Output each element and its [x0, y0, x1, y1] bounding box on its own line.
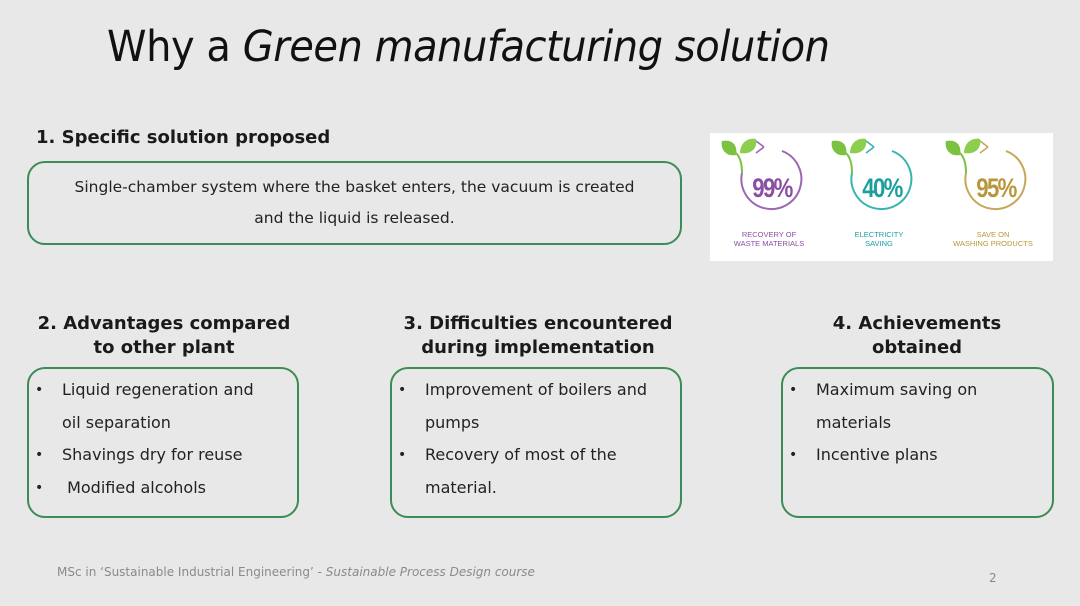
- list-item: pumps: [392, 407, 674, 440]
- list-item: materials: [783, 407, 1046, 440]
- difficulties-box: • Improvement of boilers and pumps • Recov…: [390, 367, 682, 518]
- advantages-box: •Liquid regeneration and oil separation …: [27, 367, 299, 518]
- section1-heading: 1. Specific solution proposed: [36, 127, 331, 148]
- list-item: • Liquid regeneration and: [29, 374, 291, 407]
- stat-caption: RECOVERY OF WASTE MATERIALS: [733, 230, 805, 248]
- bullet-icon: •: [398, 382, 407, 398]
- section2-heading-line1: 2. Advantages compared: [37, 313, 291, 334]
- list-item-text: oil separation: [62, 412, 171, 432]
- achievements-list: • Maximum saving on materials • Incentive …: [783, 374, 1046, 472]
- stat-washing: 95% SAVE ON WASHING PRODUCTS: [936, 133, 1050, 261]
- list-item-text: materials: [816, 412, 892, 432]
- stat-value: 99%: [752, 173, 793, 203]
- list-item-text: Improvement of boilers and: [425, 380, 648, 399]
- list-item: oil separation: [29, 407, 291, 440]
- slide-title: Why a Green manufacturing solution: [107, 22, 830, 72]
- bullet-icon: •: [789, 447, 798, 463]
- section4-heading: 4. Achievements obtained: [781, 312, 1053, 360]
- bullet-icon: •: [398, 447, 407, 463]
- bullet-icon: •: [35, 382, 44, 398]
- stat-caption: SAVE ON WASHING PRODUCTS: [953, 230, 1033, 248]
- stat-value: 95%: [976, 173, 1017, 203]
- bullet-icon: •: [789, 382, 798, 398]
- leaf-circle-icon: [945, 138, 1027, 211]
- stats-infographic: 99% RECOVERY OF WASTE MATERIALS 40% ELEC…: [710, 133, 1053, 261]
- list-item-text: Maximum saving on: [816, 380, 978, 399]
- section2-heading-line2: to other plant: [93, 337, 235, 358]
- stat-recovery: 99% RECOVERY OF WASTE MATERIALS: [712, 133, 826, 261]
- list-item-text: Shavings dry for reuse: [62, 445, 243, 464]
- section3-heading-line2: during implementation: [421, 337, 655, 358]
- section4-heading-line2: obtained: [871, 337, 963, 358]
- list-item: • Recovery of most of the: [392, 439, 674, 472]
- list-item: material.: [392, 472, 674, 505]
- footer-text: MSc in ‘Sustainable Industrial Engineeri…: [57, 565, 326, 579]
- list-item-text: material.: [425, 477, 497, 497]
- footer-course: Sustainable Process Design course: [325, 565, 535, 579]
- difficulties-list: • Improvement of boilers and pumps • Recov…: [392, 374, 674, 504]
- solution-box: Single-chamber system where the basket e…: [27, 161, 682, 245]
- title-plain: Why a: [107, 22, 243, 72]
- section4-heading-line1: 4. Achievements: [832, 313, 1002, 334]
- achievements-box: • Maximum saving on materials • Incentive …: [781, 367, 1054, 518]
- list-item: • Shavings dry for reuse: [29, 439, 291, 472]
- list-item-text: Modified alcohols: [62, 477, 206, 497]
- bullet-icon: •: [35, 447, 44, 463]
- page-number: 2: [989, 571, 997, 585]
- title-italic: Green manufacturing solution: [242, 22, 830, 72]
- list-item-text: Recovery of most of the: [425, 445, 617, 464]
- list-item: • Modified alcohols: [29, 472, 291, 505]
- bullet-icon: •: [35, 479, 44, 496]
- section3-heading-line1: 3. Difficulties encountered: [403, 313, 673, 334]
- section2-heading: 2. Advantages compared to other plant: [36, 312, 292, 360]
- list-item-text: Incentive plans: [816, 445, 938, 464]
- slide-footer: MSc in ‘Sustainable Industrial Engineeri…: [57, 565, 535, 579]
- list-item-text: pumps: [425, 412, 480, 432]
- solution-text-line1: Single-chamber system where the basket e…: [74, 178, 635, 196]
- leaf-circle-icon: [721, 138, 803, 211]
- solution-text-line2: and the liquid is released.: [254, 209, 455, 227]
- list-item: • Incentive plans: [783, 439, 1046, 472]
- leaf-circle-icon: [831, 138, 913, 211]
- list-item: • Maximum saving on: [783, 374, 1046, 407]
- stat-value: 40%: [862, 173, 903, 203]
- stat-electricity: 40% ELECTRICITY SAVING: [822, 133, 936, 261]
- advantages-list: •Liquid regeneration and oil separation …: [29, 374, 291, 504]
- stat-caption: ELECTRICITY SAVING: [854, 230, 904, 248]
- section3-heading: 3. Difficulties encountered during imple…: [392, 312, 684, 360]
- solution-text: Single-chamber system where the basket e…: [29, 172, 680, 234]
- list-item-text: Liquid regeneration and: [62, 380, 254, 399]
- list-item: • Improvement of boilers and: [392, 374, 674, 407]
